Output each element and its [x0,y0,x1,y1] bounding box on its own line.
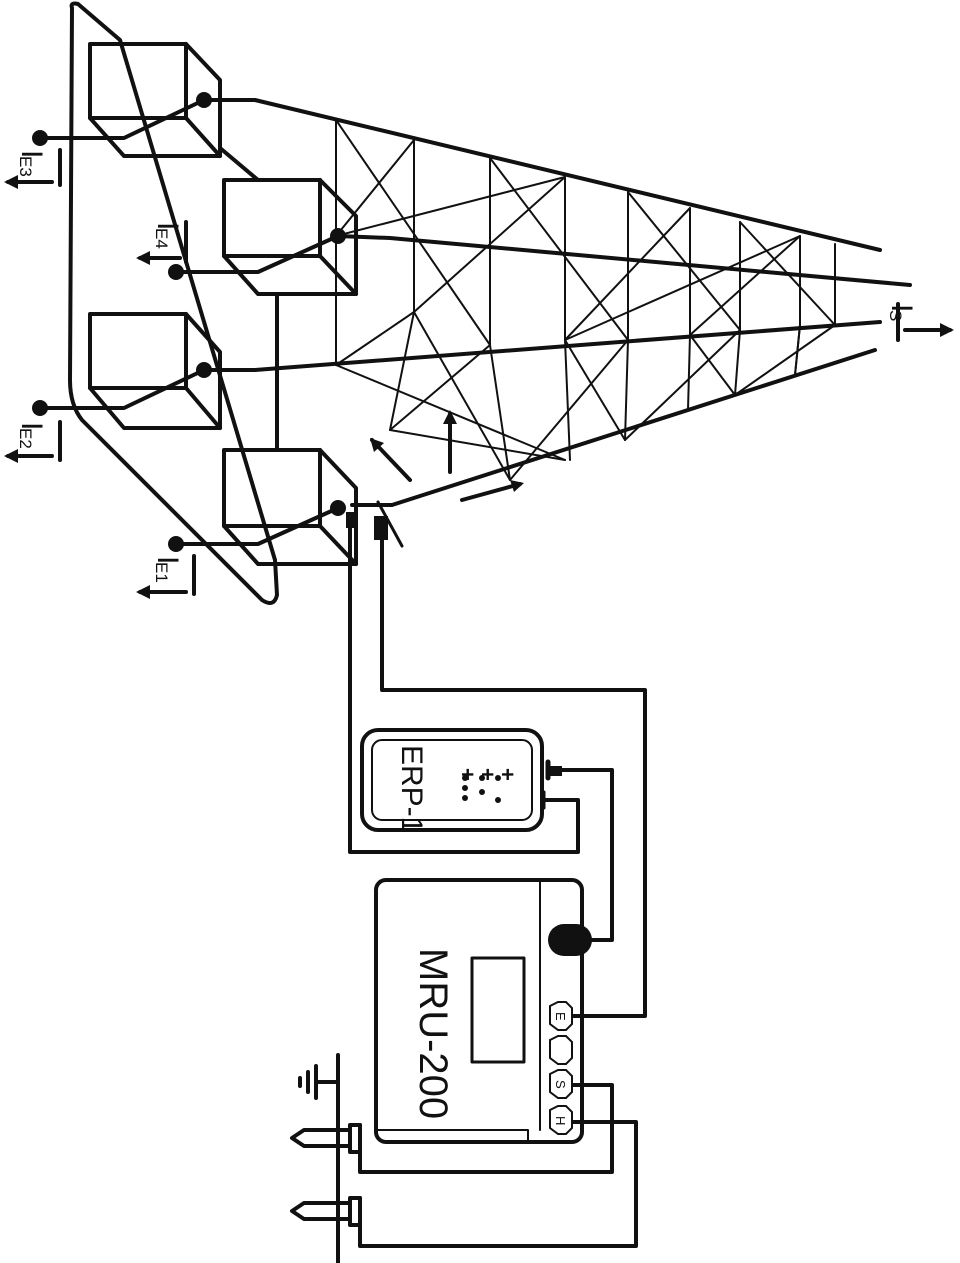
mru200-body [374,878,584,1144]
tower-leg-2 [336,234,912,287]
erp1-name: ERP-1 [395,745,428,833]
svg-text:E2: E2 [16,428,35,449]
svg-text:I: I [151,222,184,230]
tower-leg-1 [202,98,882,252]
svg-text:E3: E3 [16,156,35,177]
svg-text:E4: E4 [152,228,171,249]
terminal-h-button [549,1105,573,1135]
terminal-s-button [549,1069,573,1099]
label-ie1: I E1 [151,556,184,583]
footing-e3 [88,42,222,158]
terminal-h-label: H [553,1116,568,1125]
footing-e2 [88,312,222,430]
terminal-s-label: S [553,1080,568,1089]
svg-text:S: S [886,310,905,321]
mru200-name: MRU-200 [411,948,455,1119]
footing-e4 [222,178,358,296]
label-ie2: I E2 [15,422,48,449]
svg-text:E1: E1 [152,562,171,583]
terminal-e-label: E [553,1012,568,1021]
label-is: I S [885,304,918,321]
svg-text:I: I [15,150,48,158]
tower-leg-3 [202,320,882,372]
svg-text:+: + [495,768,520,781]
svg-text:+: + [455,768,480,781]
erp1-body [360,728,544,832]
svg-text:I: I [885,304,918,312]
probe-h [290,1196,362,1227]
mru200-display [470,956,526,1064]
label-ie4: I E4 [151,222,184,249]
probe-s [290,1123,362,1154]
erp1-keypad: + + + [455,768,520,803]
terminal-e-button [549,1001,573,1031]
terminal-blank-button [549,1035,573,1065]
foundation-outline [68,1,279,606]
svg-text:I: I [151,556,184,564]
tower-leg-4 [350,348,877,507]
label-ie3: I E3 [15,150,48,177]
svg-text:I: I [15,422,48,430]
